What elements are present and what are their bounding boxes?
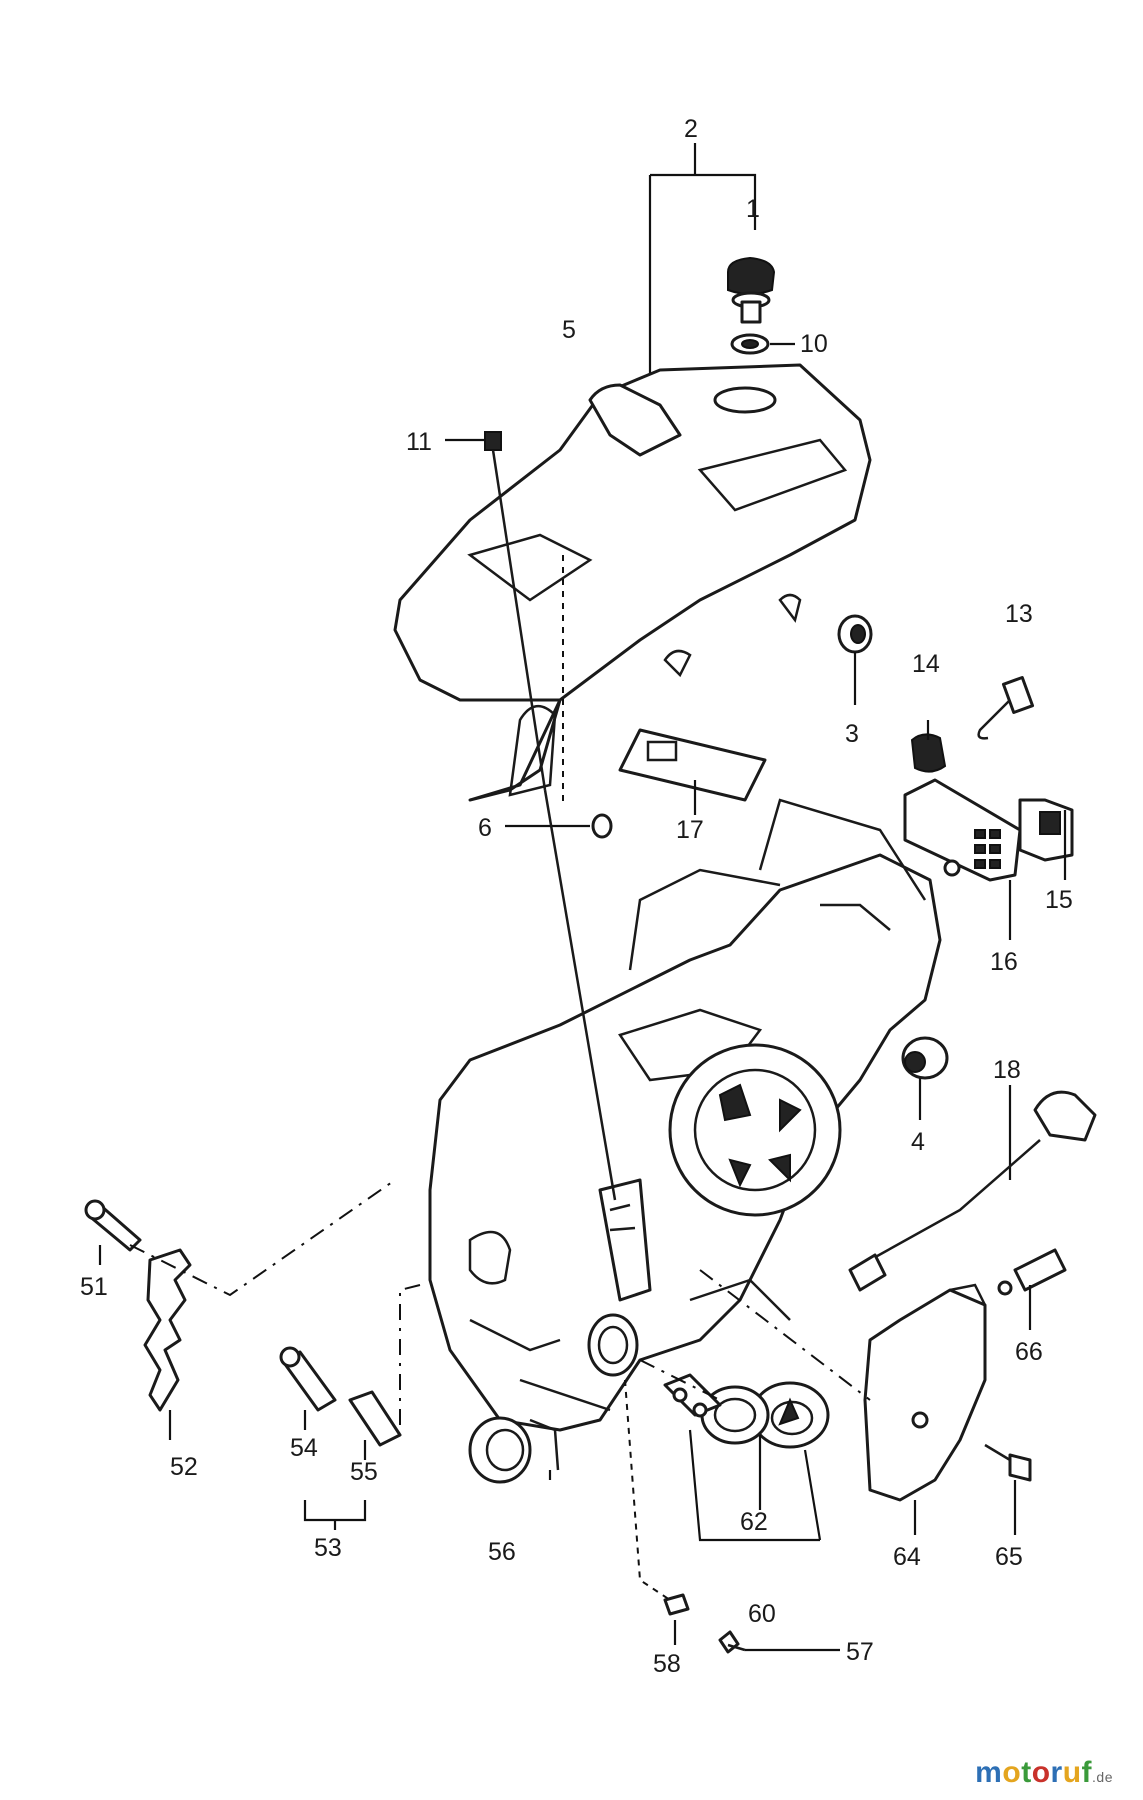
label-62: 62 — [740, 1508, 768, 1536]
label-52: 52 — [170, 1453, 198, 1481]
label-55: 55 — [350, 1458, 378, 1486]
label-60: 60 — [748, 1600, 776, 1628]
spike-52 — [143, 1248, 192, 1440]
motoruf-watermark: motoruf.de — [975, 1756, 1113, 1790]
label-56: 56 — [488, 1538, 516, 1566]
top-cover — [393, 363, 872, 802]
label-65: 65 — [995, 1543, 1023, 1571]
screw-11 — [445, 431, 547, 791]
screw-65 — [984, 1443, 1032, 1535]
label-57: 57 — [846, 1638, 874, 1666]
bushing-56 — [468, 1416, 560, 1484]
nut-6 — [505, 813, 613, 839]
label-64: 64 — [893, 1543, 921, 1571]
brand-letter: t — [1021, 1756, 1032, 1789]
screw-57 — [718, 1630, 840, 1654]
pin-58 — [663, 1593, 690, 1645]
grommet-3 — [837, 614, 873, 705]
part-labels: 2 1 10 5 11 3 13 14 6 17 15 16 18 4 51 6… — [80, 115, 1073, 1678]
brand-letter: u — [1062, 1756, 1082, 1789]
bolt-51 — [84, 1199, 142, 1265]
label-18: 18 — [993, 1056, 1021, 1084]
label-2: 2 — [684, 115, 698, 143]
label-66: 66 — [1015, 1338, 1043, 1366]
mount-4 — [901, 1036, 949, 1120]
label-13: 13 — [1005, 600, 1033, 628]
brand-tld: .de — [1092, 1769, 1113, 1785]
label-14: 14 — [912, 650, 940, 678]
label-16: 16 — [990, 948, 1018, 976]
label-10: 10 — [800, 330, 828, 358]
label-3: 3 — [845, 720, 859, 748]
label-17: 17 — [676, 816, 704, 844]
brand-letter: r — [1050, 1756, 1063, 1789]
label-53: 53 — [314, 1534, 342, 1562]
plate-17 — [618, 728, 767, 815]
brand-letter: m — [975, 1756, 1003, 1789]
brand-letter: o — [1031, 1756, 1051, 1789]
label-11: 11 — [406, 428, 432, 456]
crankcase-housing — [428, 798, 942, 1432]
pin-set-53 — [279, 1284, 421, 1530]
label-1: 1 — [746, 195, 760, 223]
label-15: 15 — [1045, 886, 1073, 914]
brand-letter: o — [1002, 1756, 1022, 1789]
label-5: 5 — [562, 316, 576, 344]
cable-18 — [848, 1085, 1097, 1292]
bracket-2 — [648, 143, 757, 375]
label-4: 4 — [911, 1128, 925, 1156]
pin-66 — [997, 1248, 1067, 1330]
seal-60 — [663, 1373, 822, 1542]
brand-letter: f — [1081, 1756, 1093, 1789]
label-58: 58 — [653, 1650, 681, 1678]
label-6: 6 — [478, 814, 492, 842]
switch-assembly — [903, 675, 1074, 940]
fuel-cap — [727, 256, 776, 324]
label-51: 51 — [80, 1273, 108, 1301]
gasket — [730, 333, 795, 355]
label-54: 54 — [290, 1434, 318, 1462]
cover-64 — [863, 1283, 987, 1535]
